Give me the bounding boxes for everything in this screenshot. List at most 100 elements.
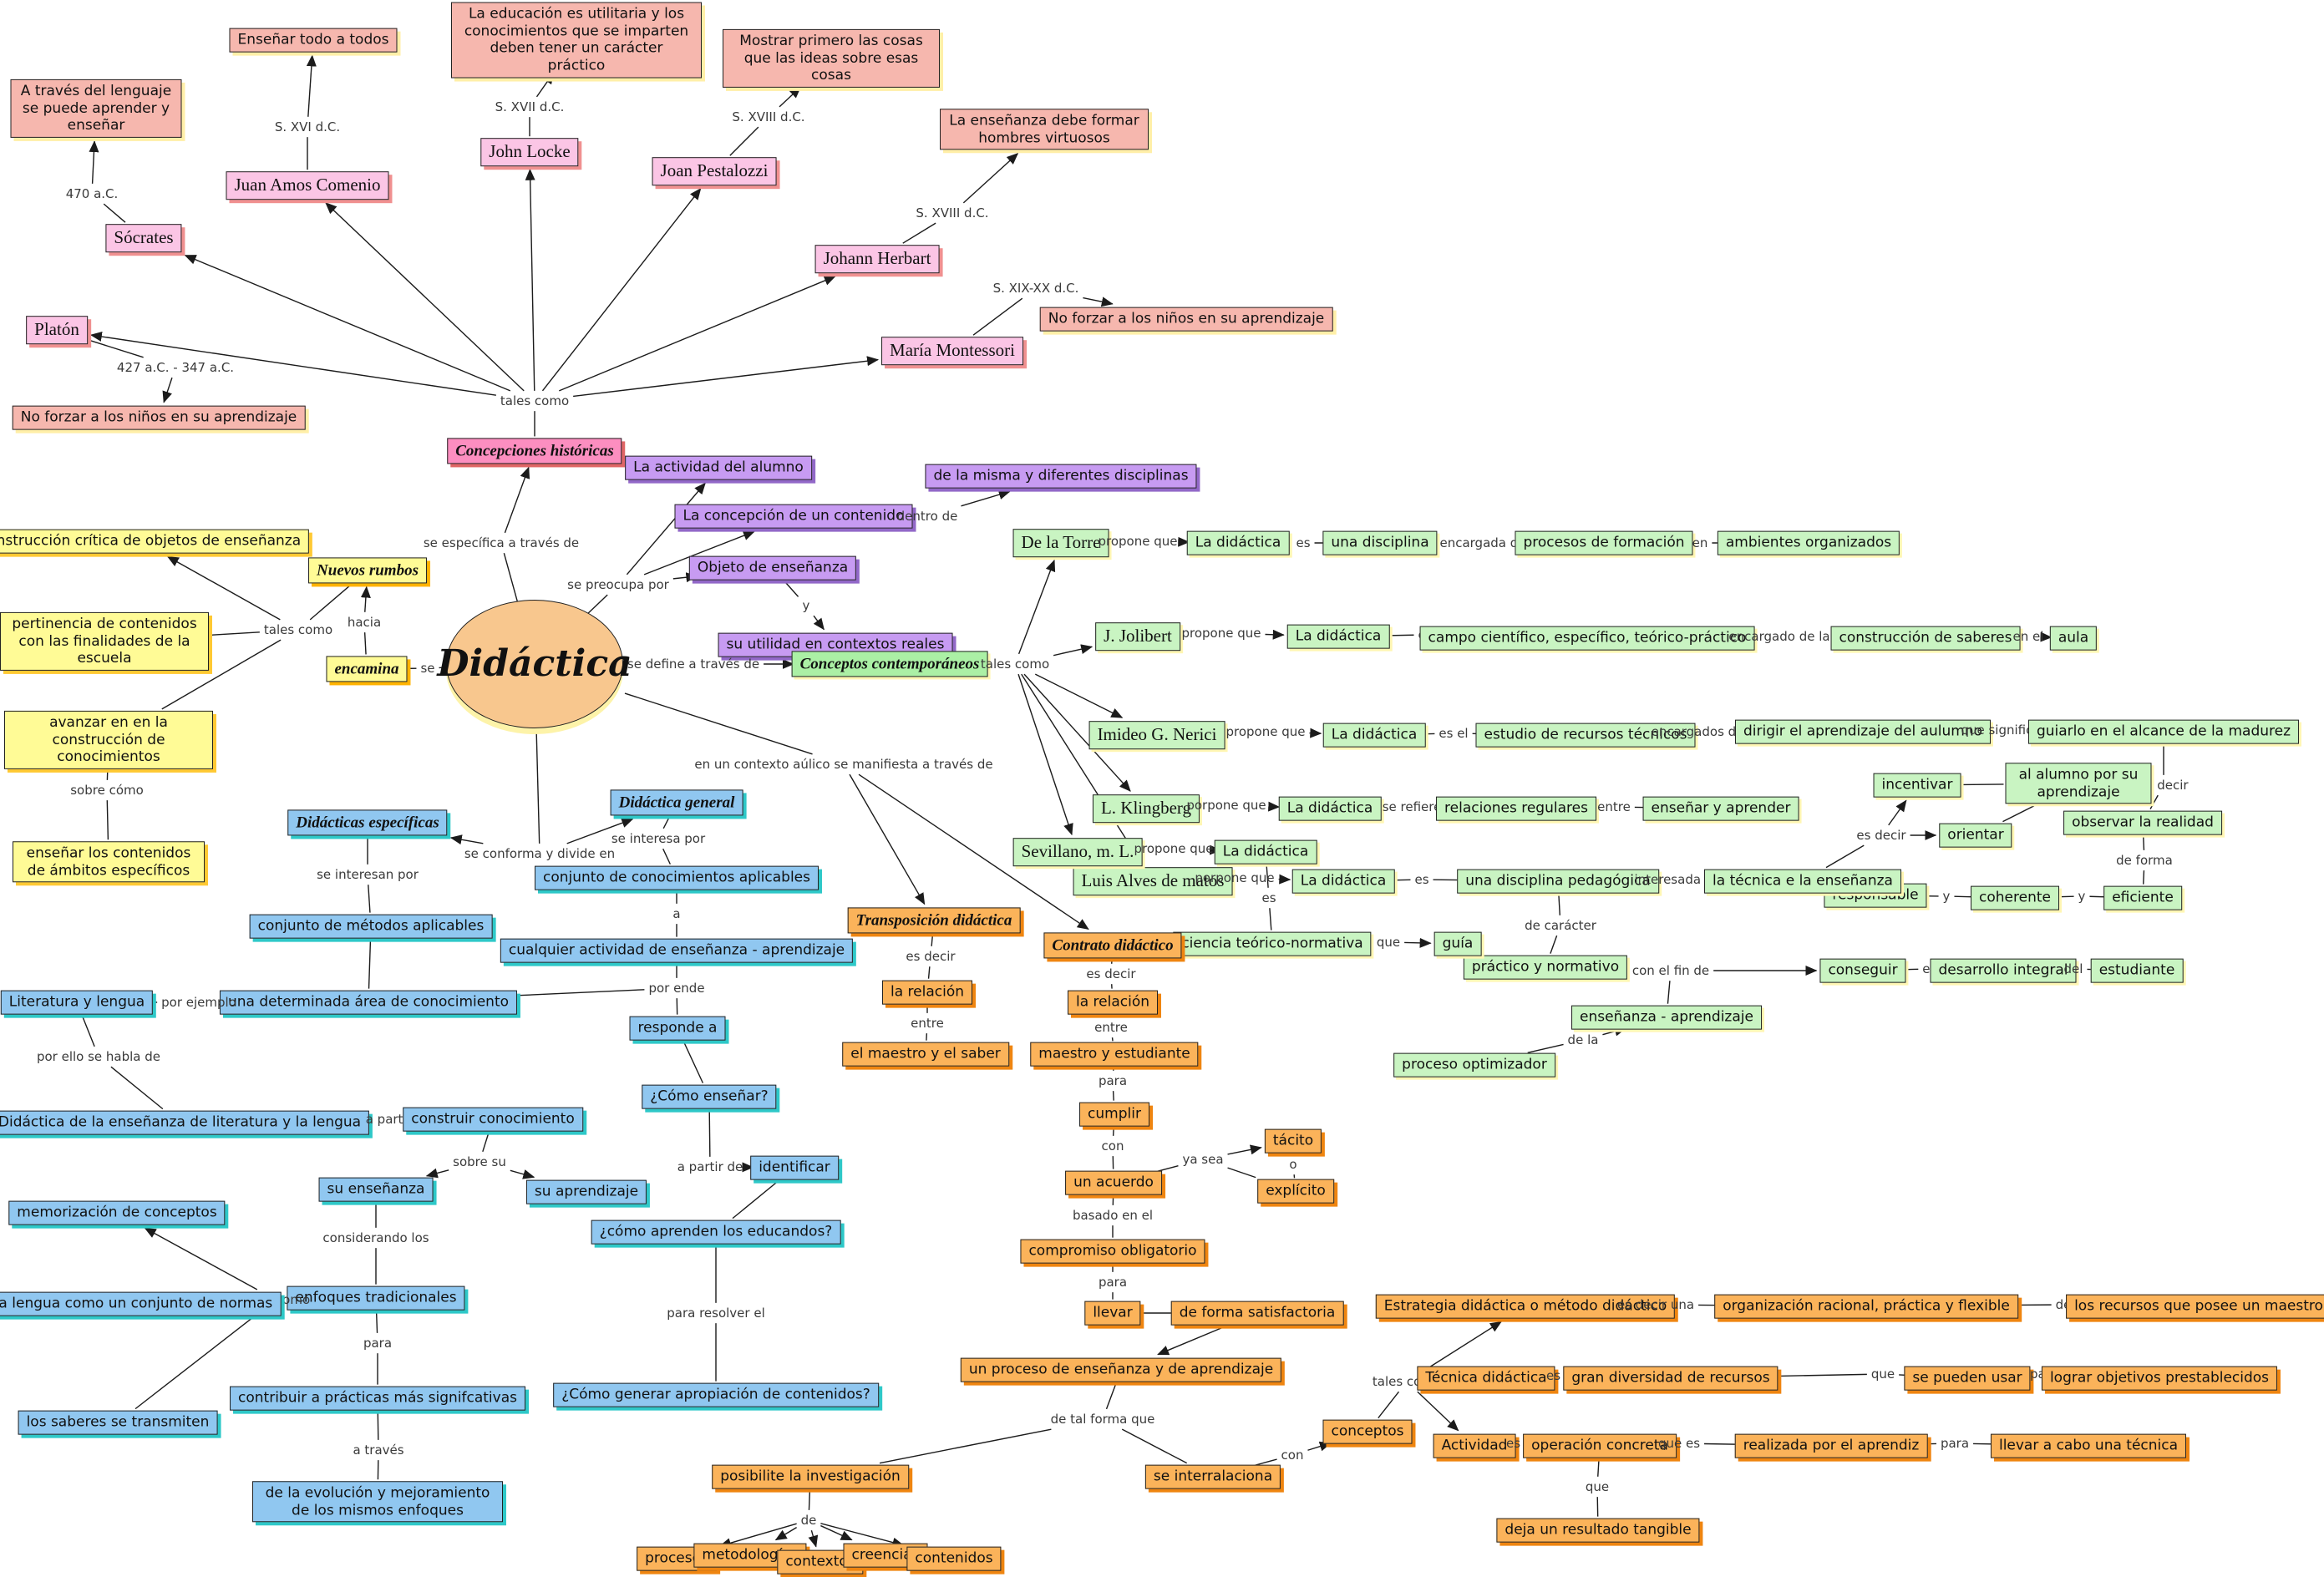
concept-node-formar[interactable]: La enseñanza debe formar hombres virtuos… bbox=[940, 109, 1149, 150]
link-label-l-es-5[interactable]: es bbox=[1414, 871, 1429, 887]
concept-node-contemporaneos[interactable]: Conceptos contemporáneos bbox=[791, 651, 988, 677]
concept-node-estudiante[interactable]: estudiante bbox=[2090, 958, 2184, 983]
link-label-l-traves[interactable]: a través bbox=[353, 1442, 404, 1458]
concept-node-posibilite[interactable]: posibilite la investigación bbox=[712, 1464, 909, 1489]
link-label-l-define[interactable]: se define a través de bbox=[627, 656, 760, 672]
link-label-l-especifica[interactable]: se específica a través de bbox=[423, 535, 580, 550]
link-label-l-interesa[interactable]: se interesa por bbox=[611, 830, 706, 846]
concept-node-relacion-t[interactable]: la relación bbox=[881, 980, 973, 1005]
concept-node-relacion-c[interactable]: la relación bbox=[1067, 990, 1159, 1015]
concept-node-no-forzar-2[interactable]: No forzar a los niños en su aprendizaje bbox=[12, 405, 306, 430]
link-label-l-conforma[interactable]: se conforma y divide en bbox=[464, 845, 616, 861]
link-label-l-y-p[interactable]: y bbox=[802, 597, 810, 613]
concept-node-ladid-6[interactable]: La didáctica bbox=[1214, 839, 1317, 865]
concept-node-pueden-usar[interactable]: se pueden usar bbox=[1904, 1366, 2031, 1391]
link-label-l-y-2[interactable]: y bbox=[1942, 888, 1951, 904]
link-label-l-se[interactable]: se bbox=[420, 660, 435, 676]
link-label-l-es-decir-3[interactable]: es decir bbox=[906, 948, 956, 964]
concept-node-montessori[interactable]: María Montessori bbox=[881, 337, 1023, 365]
concept-node-jolibert[interactable]: J. Jolibert bbox=[1095, 622, 1180, 651]
link-label-l-para-5[interactable]: para bbox=[363, 1335, 393, 1351]
concept-node-organizacion[interactable]: organización racional, práctica y flexib… bbox=[1714, 1294, 2018, 1319]
concept-node-ladid-3[interactable]: La didáctica bbox=[1322, 723, 1426, 748]
concept-node-alves[interactable]: Luis Alves de matos bbox=[1073, 867, 1233, 895]
concept-node-nuevos-rumbos[interactable]: Nuevos rumbos bbox=[308, 557, 427, 584]
concept-node-oval[interactable]: Didáctica bbox=[437, 600, 632, 728]
concept-node-deja-resultado[interactable]: deja un resultado tangible bbox=[1496, 1518, 1700, 1543]
concept-node-compromiso[interactable]: compromiso obligatorio bbox=[1020, 1239, 1205, 1264]
concept-node-sevillano[interactable]: Sevillano, m. L. bbox=[1012, 838, 1143, 866]
concept-node-forma-sat[interactable]: de forma satisfactoria bbox=[1170, 1301, 1344, 1326]
concept-node-acuerdo[interactable]: un acuerdo bbox=[1065, 1170, 1162, 1195]
link-label-l-con-1[interactable]: con bbox=[1101, 1138, 1124, 1154]
concept-node-orientar[interactable]: orientar bbox=[1939, 823, 2012, 848]
link-label-l-tal-forma[interactable]: de tal forma que bbox=[1050, 1411, 1155, 1427]
link-label-l-de-forma[interactable]: de forma bbox=[2116, 852, 2173, 868]
link-label-l-entre-1[interactable]: entre bbox=[1597, 799, 1631, 814]
concept-node-ensenar-aprender[interactable]: enseñar y aprender bbox=[1642, 796, 1799, 821]
concept-node-conchist[interactable]: Concepciones históricas bbox=[447, 438, 622, 464]
link-label-l-pq-3[interactable]: propone que bbox=[1225, 723, 1306, 739]
concept-node-literatura[interactable]: Literatura y lengua bbox=[0, 990, 154, 1015]
link-label-l-habla[interactable]: por ello se habla de bbox=[36, 1048, 161, 1064]
concept-node-avanzar[interactable]: avanzar en en la construcción de conocim… bbox=[4, 710, 213, 770]
concept-node-construir[interactable]: construir conocimiento bbox=[403, 1107, 583, 1132]
link-label-l-tc-top[interactable]: tales como bbox=[500, 393, 570, 408]
concept-node-pestalozzi[interactable]: Joan Pestalozzi bbox=[652, 157, 777, 185]
concept-node-concepcion[interactable]: La concepción de un contenido bbox=[674, 504, 913, 529]
link-label-l-a[interactable]: a bbox=[672, 905, 681, 921]
link-label-l-de-la[interactable]: de la bbox=[1567, 1032, 1599, 1047]
concept-node-maestro-est[interactable]: maestro y estudiante bbox=[1030, 1042, 1199, 1067]
concept-node-enfoques[interactable]: enfoques tradicionales bbox=[287, 1285, 465, 1311]
link-label-l-ya-sea[interactable]: ya sea bbox=[1182, 1151, 1224, 1167]
link-label-l-se-refiere[interactable]: se refiere bbox=[1382, 799, 1442, 814]
concept-node-misma-disc[interactable]: de la misma y diferentes disciplinas bbox=[925, 464, 1197, 489]
concept-node-incentivar[interactable]: incentivar bbox=[1873, 773, 1961, 798]
link-label-l-partir-2[interactable]: a partir de bbox=[677, 1159, 743, 1174]
concept-node-cualquier-act[interactable]: cualquier actividad de enseñanza - apren… bbox=[500, 938, 854, 963]
link-label-l-para-1[interactable]: para bbox=[1098, 1072, 1128, 1088]
concept-node-recursos-maestro[interactable]: los recursos que posee un maestro bbox=[2066, 1294, 2324, 1319]
link-label-l-considerando[interactable]: considerando los bbox=[322, 1230, 429, 1245]
link-label-l-xviii-h[interactable]: S. XVIII d.C. bbox=[916, 205, 989, 221]
link-label-l-que-es[interactable]: que es bbox=[1657, 1435, 1701, 1451]
link-label-l-470[interactable]: 470 a.C. bbox=[65, 185, 119, 201]
concept-node-ladid-2[interactable]: La didáctica bbox=[1286, 624, 1390, 649]
concept-node-procesos-formacion[interactable]: procesos de formación bbox=[1515, 530, 1693, 555]
concept-node-ensenar-ambitos[interactable]: enseñar los contenidos de ámbitos especí… bbox=[13, 841, 205, 883]
concept-node-educacion[interactable]: La educación es utilitaria y los conocim… bbox=[451, 2, 702, 79]
concept-node-campo[interactable]: campo científico, específico, teórico-pr… bbox=[1419, 626, 1755, 651]
concept-node-locke[interactable]: John Locke bbox=[480, 138, 579, 166]
link-label-l-y-1[interactable]: y bbox=[2078, 888, 2086, 904]
link-label-l-para-4[interactable]: para bbox=[1940, 1435, 1970, 1451]
concept-node-proceso-opt[interactable]: proceso optimizador bbox=[1393, 1052, 1555, 1078]
concept-node-comenio[interactable]: Juan Amos Comenio bbox=[226, 171, 389, 200]
concept-node-actividad-alumno[interactable]: La actividad del alumno bbox=[625, 455, 812, 480]
concept-node-saberes[interactable]: construcción de saberes bbox=[1830, 626, 2021, 651]
link-label-l-pq-2[interactable]: propone que bbox=[1181, 625, 1261, 641]
link-label-l-es-decir-2[interactable]: es decir bbox=[1856, 827, 1906, 843]
concept-node-lograr-obj[interactable]: lograr objetivos prestablecidos bbox=[2041, 1366, 2278, 1391]
concept-node-no-forzar-1[interactable]: No forzar a los niños en su aprendizaje bbox=[1039, 307, 1333, 332]
concept-node-contrato[interactable]: Contrato didáctico bbox=[1043, 932, 1182, 959]
link-label-l-encargado[interactable]: encargado de la bbox=[1728, 628, 1830, 644]
concept-node-conj-conoc[interactable]: conjunto de conocimientos aplicables bbox=[534, 865, 819, 890]
concept-node-objeto[interactable]: Objeto de enseñanza bbox=[688, 555, 857, 581]
concept-node-klingberg[interactable]: L. Klingberg bbox=[1092, 794, 1200, 823]
link-label-l-encargados[interactable]: encargados de bbox=[1651, 723, 1744, 739]
link-label-l-es-el[interactable]: es el bbox=[1439, 725, 1469, 741]
concept-node-ciencia-tn[interactable]: ciencia teórico-normativa bbox=[1173, 931, 1372, 956]
link-label-l-pq-5[interactable]: porpone que bbox=[1195, 870, 1275, 885]
concept-node-llevar-cabo[interactable]: llevar a cabo una técnica bbox=[1990, 1433, 2187, 1458]
link-label-l-entre-3[interactable]: entre bbox=[1094, 1019, 1128, 1035]
link-label-l-xvi[interactable]: S. XVI d.C. bbox=[274, 119, 341, 134]
concept-node-ladid-4[interactable]: La didáctica bbox=[1278, 796, 1382, 821]
concept-node-explicito[interactable]: explícito bbox=[1257, 1179, 1334, 1204]
concept-node-cumplir[interactable]: cumplir bbox=[1079, 1102, 1149, 1127]
concept-node-como-aprenden[interactable]: ¿cómo aprenden los educandos? bbox=[591, 1220, 841, 1245]
link-label-l-interesada[interactable]: interesada en bbox=[1634, 871, 1721, 887]
concept-node-responde[interactable]: responde a bbox=[629, 1016, 726, 1041]
concept-node-su-apr[interactable]: su aprendizaje bbox=[525, 1179, 647, 1204]
concept-node-conj-metodos[interactable]: conjunto de métodos aplicables bbox=[249, 914, 493, 939]
concept-node-conceptos[interactable]: conceptos bbox=[1322, 1419, 1413, 1444]
